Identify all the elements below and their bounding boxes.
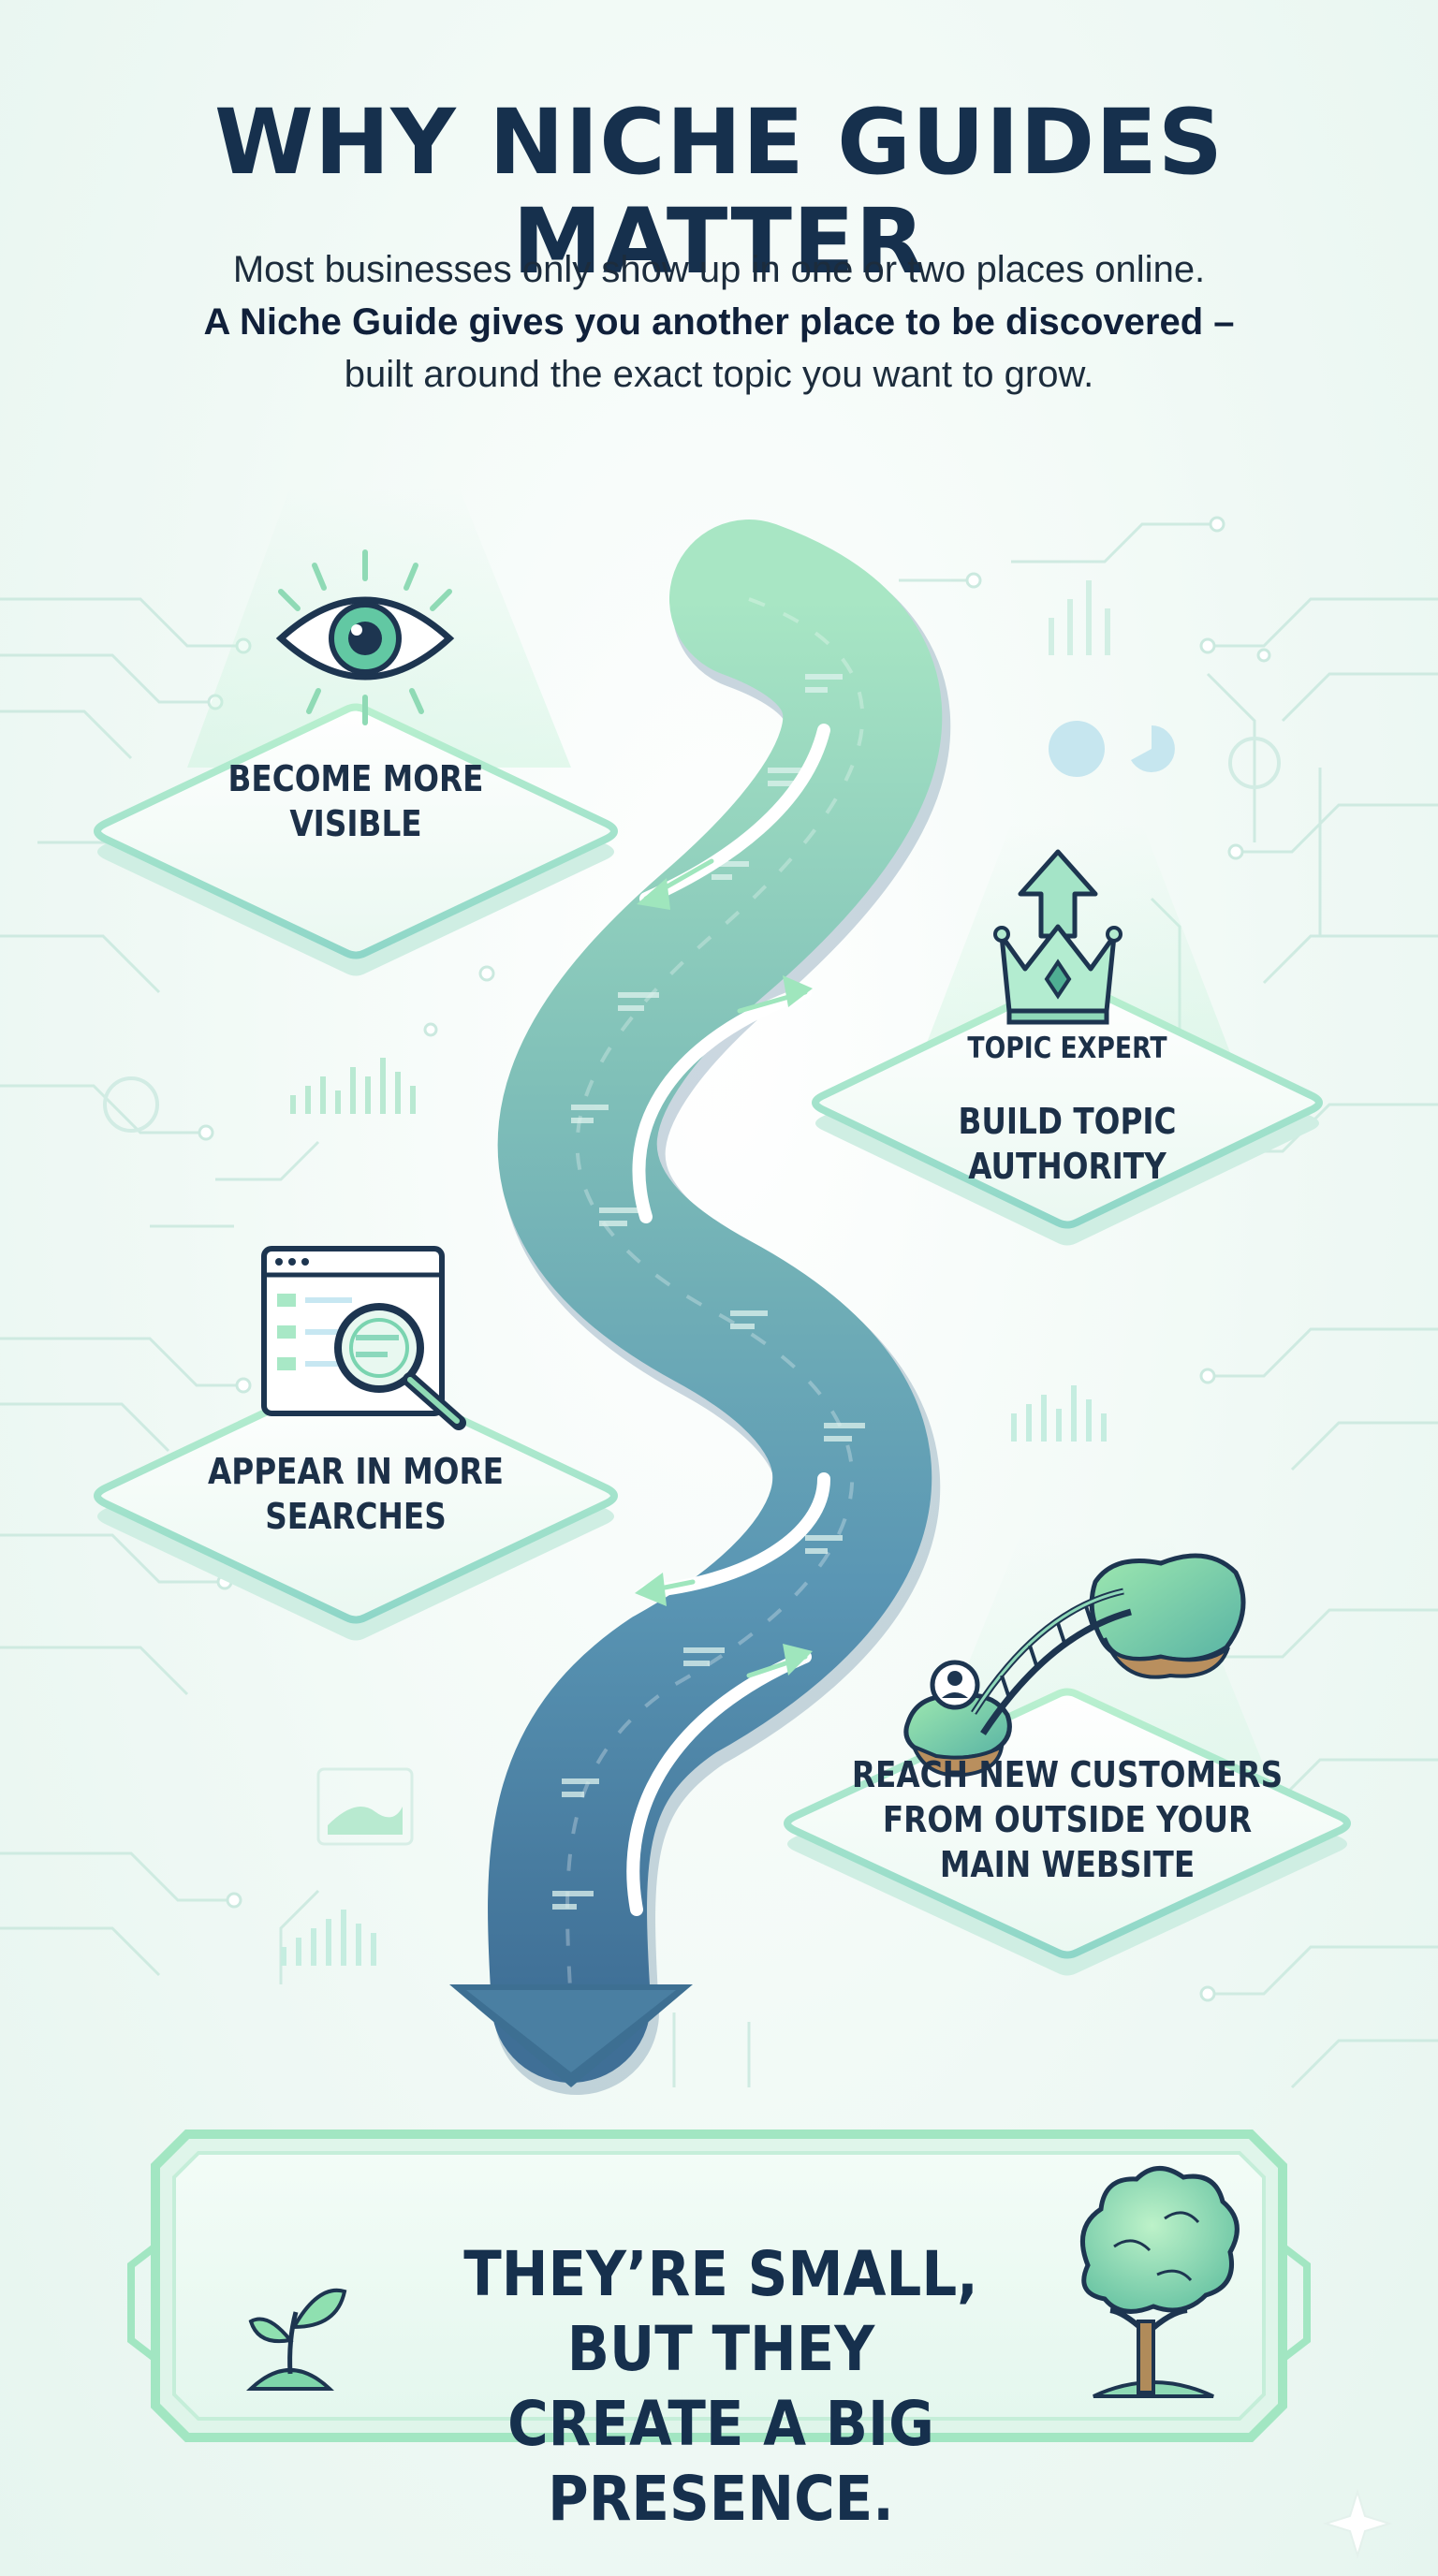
flow-arrowheads <box>635 878 813 1676</box>
card-searches-shape <box>94 1368 618 1641</box>
card-customers-line-2: FROM OUTSIDE YOUR <box>882 1799 1253 1840</box>
card-searches-line-1: APPEAR IN MORE <box>207 1451 505 1492</box>
card-authority-line-1: BUILD TOPIC <box>958 1101 1177 1142</box>
card-visible-shape <box>94 703 618 976</box>
card-customers-line-1: REACH NEW CUSTOMERS <box>851 1754 1284 1795</box>
closing-banner-shape <box>127 2130 1311 2442</box>
window-decor <box>316 1767 414 1846</box>
mini-bar-chart-lower-left <box>281 1910 376 1966</box>
card-customers-line-3: MAIN WEBSITE <box>939 1844 1196 1885</box>
tree-icon <box>1079 2166 1240 2398</box>
circuit-background <box>0 522 1438 2089</box>
card-visible-line-1: BECOME MORE <box>227 758 484 799</box>
card-authority-shape <box>812 976 1323 1246</box>
card-searches-label: APPEAR IN MORE SEARCHES <box>139 1449 573 1539</box>
intro-paragraph: Most businesses only show up in one or t… <box>94 243 1344 401</box>
mini-bar-chart-left <box>290 1058 416 1114</box>
card-customers-label: REACH NEW CUSTOMERS FROM OUTSIDE YOUR MA… <box>817 1752 1316 1887</box>
sprout-icon <box>245 2288 347 2391</box>
ring-decor-left <box>103 1076 159 1133</box>
bridge-islands-icon <box>903 1553 1246 1778</box>
closing-line-2: CREATE A BIG PRESENCE. <box>507 2388 934 2535</box>
search-window-icon <box>261 1246 466 1430</box>
intro-line-2: A Niche Guide gives you another place to… <box>203 301 1235 343</box>
mini-bar-chart-top-right <box>1049 580 1110 655</box>
ring-decor <box>1228 737 1281 789</box>
card-authority-label: BUILD TOPIC AUTHORITY <box>866 1099 1269 1189</box>
closing-message: THEY’RE SMALL, BUT THEY CREATE A BIG PRE… <box>392 2237 1049 2537</box>
wave-decor <box>328 1807 403 1835</box>
sparkle-icon <box>1322 2488 1393 2559</box>
card-searches-line-2: SEARCHES <box>265 1496 447 1537</box>
page-title: WHY NICHE GUIDES MATTER <box>214 90 1224 294</box>
eye-icon <box>275 549 455 725</box>
card-visible-line-2: VISIBLE <box>289 803 422 844</box>
intro-line-1: Most businesses only show up in one or t… <box>232 249 1206 290</box>
winding-path <box>449 520 951 2095</box>
intro-line-3: built around the exact topic you want to… <box>344 354 1094 395</box>
mini-bar-chart-right <box>1011 1385 1107 1442</box>
path-data-ticks <box>552 674 865 1910</box>
beam-crown <box>917 824 1236 1067</box>
crown-arrow-icon <box>993 849 1123 1025</box>
pie-chart-decor <box>1049 721 1175 777</box>
card-visible-label: BECOME MORE VISIBLE <box>154 756 557 846</box>
card-authority-line-2: AUTHORITY <box>968 1146 1167 1187</box>
closing-line-1: THEY’RE SMALL, BUT THEY <box>463 2238 978 2385</box>
card-authority-sublabel: TOPIC EXPERT <box>967 1032 1167 1065</box>
